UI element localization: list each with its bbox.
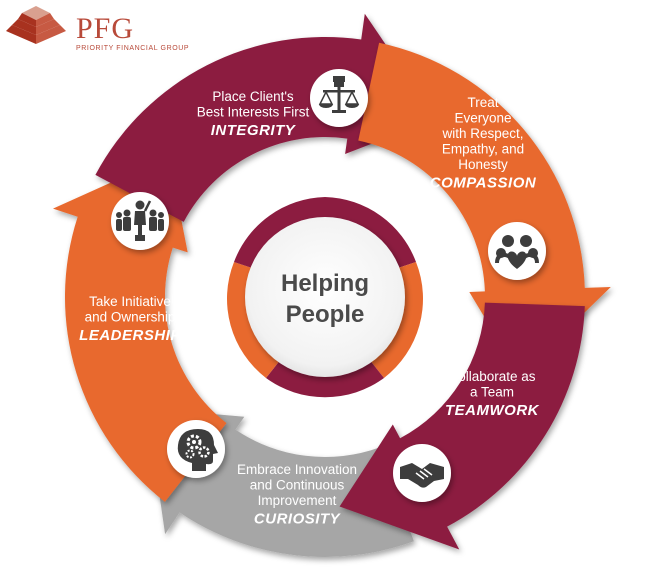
segment-description-line: Improvement: [258, 493, 337, 508]
handshake-icon: [393, 444, 451, 502]
segment-description-line: Empathy, and: [442, 142, 524, 157]
center-title-line1: Helping: [281, 270, 369, 297]
head-gears-icon: [167, 420, 225, 478]
logo-tagline: PRIORITY FINANCIAL GROUP: [76, 45, 189, 52]
justice-scales-fist-icon: [310, 69, 368, 127]
icon-glyph: [318, 76, 360, 113]
value-name-teamwork: TEAMWORK: [445, 402, 540, 419]
segment-description-line: Honesty: [458, 157, 508, 172]
segment-icons: [111, 69, 546, 502]
logo-wordmark: PFG: [76, 12, 134, 45]
icon-glyph: [495, 235, 539, 269]
people-heart-icon: [488, 222, 546, 280]
segment-description-line: Place Client's: [212, 89, 294, 104]
center-hub: Helping People: [245, 217, 405, 377]
segment-description-line: and Ownership: [85, 310, 176, 325]
icon-glyph: [400, 463, 444, 488]
center-title-line2: People: [286, 301, 365, 328]
segment-description-line: Take Initiative: [89, 294, 171, 309]
value-name-leadership: LEADERSHIP: [79, 327, 181, 344]
icon-glyph: [116, 200, 164, 241]
segment-description-line: Everyone: [454, 111, 511, 126]
ring-segment-compassion: [358, 42, 611, 376]
segment-description-line: Treat: [467, 95, 498, 110]
stepped-pyramid-logo-icon: [6, 6, 66, 44]
pfg-logo: PFG PRIORITY FINANCIAL GROUP: [6, 6, 189, 52]
segment-description-line: Best Interests First: [197, 105, 310, 120]
icon-disc: [488, 222, 546, 280]
icon-glyph: [177, 429, 218, 471]
segment-description-line: Embrace Innovation: [237, 462, 357, 477]
ring-segment-leadership: [53, 156, 227, 502]
segment-description-line: and Continuous: [250, 478, 345, 493]
segment-description-line: Collaborate as: [448, 369, 535, 384]
value-name-curiosity: CURIOSITY: [254, 511, 342, 528]
team-leader-icon: [111, 192, 169, 250]
value-name-compassion: COMPASSION: [430, 175, 537, 192]
segment-description-line: a Team: [470, 385, 514, 400]
segment-description-line: with Respect,: [441, 126, 523, 141]
ring-segment-integrity: [95, 13, 437, 222]
value-name-integrity: INTEGRITY: [211, 122, 297, 139]
